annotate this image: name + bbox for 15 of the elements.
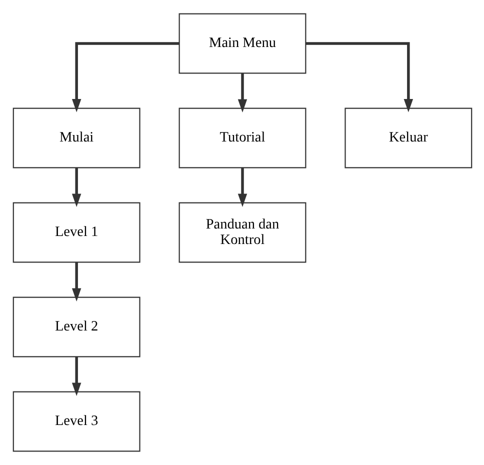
arrow	[305, 42, 413, 112]
node-box: Keluar	[344, 108, 472, 168]
node-box: Main Menu	[178, 13, 306, 74]
arrow	[71, 168, 81, 207]
arrow	[237, 73, 247, 112]
arrow	[237, 168, 247, 207]
node-box: Panduan dan Kontrol	[178, 202, 306, 263]
node-box: Level 3	[12, 391, 140, 452]
node-box: Level 1	[12, 202, 140, 263]
node-box: Tutorial	[178, 108, 306, 168]
node-box: Level 2	[12, 296, 140, 358]
arrow	[71, 356, 81, 396]
arrow	[71, 42, 179, 112]
node-box: Mulai	[12, 108, 140, 168]
arrow	[71, 262, 81, 302]
